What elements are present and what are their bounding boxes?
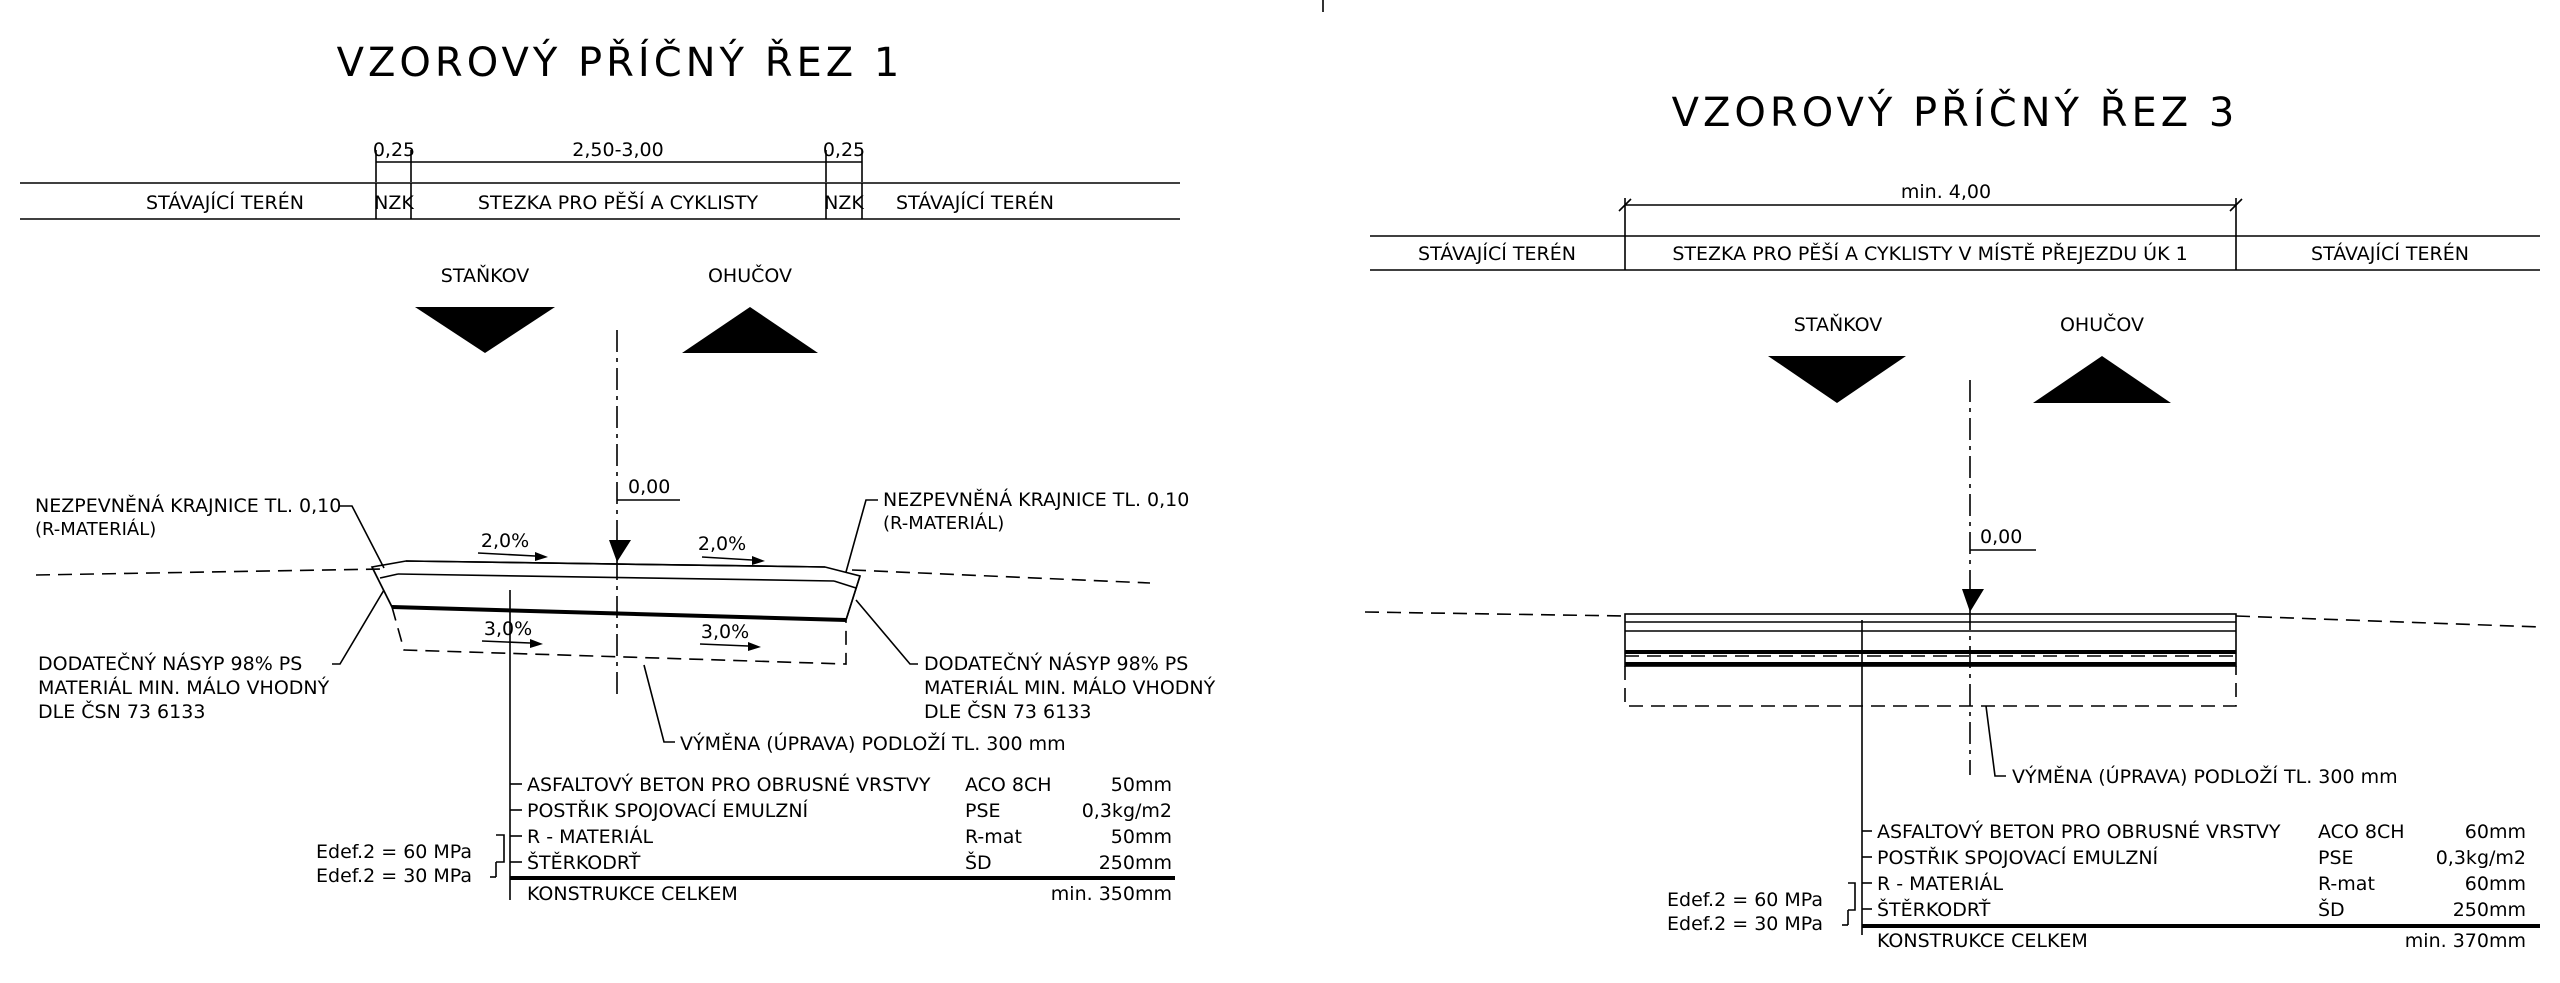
arrow-up-icon	[2033, 356, 2171, 403]
direction-ohucov: OHUČOV	[708, 263, 792, 287]
layer-4-name: ŠTĚRKODRŤ	[527, 850, 641, 874]
edef3-30: Edef.2 = 30 MPa	[1667, 913, 1823, 935]
total-value-3: min. 370mm	[2405, 930, 2526, 952]
layers-table-1: ASFALTOVÝ BETON PRO OBRUSNÉ VRSTVY ACO 8…	[316, 590, 1175, 905]
slope-top-right: 2,0%	[698, 533, 746, 555]
band3-existing-terrain-left: STÁVAJÍCÍ TERÉN	[1418, 242, 1576, 265]
level-marker-1: 0,00	[609, 476, 680, 562]
layer-3-thickness: 50mm	[1111, 826, 1172, 848]
arrow-up-icon	[682, 307, 818, 353]
terrain-left	[35, 568, 386, 576]
section-1-title: VZOROVÝ PŘÍČNÝ ŘEZ 1	[337, 38, 904, 86]
slope-bottom-right: 3,0%	[701, 621, 749, 643]
layer-2-thickness: 0,3kg/m2	[1082, 800, 1172, 822]
pavement-section-3	[1624, 613, 2237, 707]
band-path: STEZKA PRO PĚŠÍ A CYKLISTY	[478, 190, 759, 214]
layer3-4-name: ŠTĚRKODRŤ	[1877, 897, 1991, 921]
dim-0-25-left: 0,25	[373, 139, 415, 161]
edef-60: Edef.2 = 60 MPa	[316, 841, 472, 863]
layer3-3-name: R - MATERIÁL	[1877, 872, 2003, 895]
arrow-down-icon	[415, 307, 555, 353]
cross-section-3: VZOROVÝ PŘÍČNÝ ŘEZ 3 min. 4,00 STÁVAJÍCÍ…	[1364, 88, 2541, 952]
dimension-line-3: min. 4,00	[1618, 181, 2243, 236]
note-fill-right-2: MATERIÁL MIN. MÁLO VHODNÝ	[924, 676, 1216, 699]
note-fill-left-3: DLE ČSN 73 6133	[38, 699, 205, 723]
note-shoulder-right-1: NEZPEVNĚNÁ KRAJNICE TL. 0,10	[883, 488, 1189, 511]
svg-text:0,00: 0,00	[1980, 526, 2022, 548]
edef-30: Edef.2 = 30 MPa	[316, 865, 472, 887]
band3-path-crossing: STEZKA PRO PĚŠÍ A CYKLISTY V MÍSTĚ PŘEJE…	[1672, 241, 2187, 265]
section-3-band: STÁVAJÍCÍ TERÉN STEZKA PRO PĚŠÍ A CYKLIS…	[1370, 235, 2540, 271]
section-3-title: VZOROVÝ PŘÍČNÝ ŘEZ 3	[1672, 88, 2239, 136]
layer3-4-code: ŠD	[2318, 897, 2345, 921]
slope-top-left: 2,0%	[481, 530, 529, 552]
layer-3-name: R - MATERIÁL	[527, 825, 653, 848]
layer-3-code: R-mat	[965, 826, 1022, 848]
layer-2-code: PSE	[965, 800, 1001, 822]
note-fill-left-2: MATERIÁL MIN. MÁLO VHODNÝ	[38, 676, 330, 699]
svg-text:0,00: 0,00	[628, 476, 670, 498]
note-shoulder-left-1: NEZPEVNĚNÁ KRAJNICE TL. 0,10	[35, 494, 341, 517]
direction-stankov: STAŇKOV	[441, 264, 529, 287]
layer-1-name: ASFALTOVÝ BETON PRO OBRUSNÉ VRSTVY	[527, 773, 931, 796]
dimension-line-1: 0,25 2,50-3,00 0,25	[373, 139, 865, 182]
layers-table-3: ASFALTOVÝ BETON PRO OBRUSNÉ VRSTVY ACO 8…	[1667, 620, 2540, 952]
edef3-60: Edef.2 = 60 MPa	[1667, 889, 1823, 911]
layer-4-code: ŠD	[965, 850, 992, 874]
layer3-3-code: R-mat	[2318, 873, 2375, 895]
arrow-down-icon	[1768, 356, 1906, 403]
note-subgrade-1: VÝMĚNA (ÚPRAVA) PODLOŽÍ TL. 300 mm	[680, 731, 1066, 755]
note-fill-left-1: DODATEČNÝ NÁSYP 98% PS	[38, 651, 302, 675]
layer3-1-code: ACO 8CH	[2318, 821, 2405, 843]
layer3-1-thickness: 60mm	[2465, 821, 2526, 843]
layer3-1-name: ASFALTOVÝ BETON PRO OBRUSNÉ VRSTVY	[1877, 820, 2281, 843]
band-nzk-left: NZK	[374, 192, 414, 214]
terrain3-left	[1364, 611, 1626, 617]
pavement-section-1	[370, 560, 862, 665]
band-existing-terrain-left: STÁVAJÍCÍ TERÉN	[146, 191, 304, 214]
layer-1-thickness: 50mm	[1111, 774, 1172, 796]
layer-1-code: ACO 8CH	[965, 774, 1052, 796]
note-subgrade-3: VÝMĚNA (ÚPRAVA) PODLOŽÍ TL. 300 mm	[2012, 764, 2398, 788]
note-shoulder-left-2: (R-MATERIÁL)	[35, 518, 156, 540]
layer3-3-thickness: 60mm	[2465, 873, 2526, 895]
direction3-ohucov: OHUČOV	[2060, 312, 2144, 336]
band-nzk-right: NZK	[824, 192, 864, 214]
level-marker-3: 0,00	[1962, 526, 2036, 612]
dim-0-25-right: 0,25	[823, 139, 865, 161]
terrain-right	[851, 569, 1151, 584]
section-1-band: STÁVAJÍCÍ TERÉN NZK STEZKA PRO PĚŠÍ A CY…	[20, 182, 1180, 220]
dim-min-4: min. 4,00	[1901, 181, 1991, 203]
layer3-2-code: PSE	[2318, 847, 2354, 869]
layer-2-name: POSTŘIK SPOJOVACÍ EMULZNÍ	[527, 799, 809, 822]
total-label-3: KONSTRUKCE CELKEM	[1877, 930, 2088, 952]
band-existing-terrain-right: STÁVAJÍCÍ TERÉN	[896, 191, 1054, 214]
layer3-2-name: POSTŘIK SPOJOVACÍ EMULZNÍ	[1877, 846, 2159, 869]
slope-bottom-left: 3,0%	[484, 618, 532, 640]
note-fill-right-3: DLE ČSN 73 6133	[924, 699, 1091, 723]
note-fill-right-1: DODATEČNÝ NÁSYP 98% PS	[924, 651, 1188, 675]
direction3-stankov: STAŇKOV	[1794, 313, 1882, 336]
dim-path-width: 2,50-3,00	[572, 139, 663, 161]
layer3-2-thickness: 0,3kg/m2	[2436, 847, 2526, 869]
layer-4-thickness: 250mm	[1099, 852, 1172, 874]
terrain3-right	[2235, 615, 2541, 628]
total-value-1: min. 350mm	[1051, 883, 1172, 905]
band3-existing-terrain-right: STÁVAJÍCÍ TERÉN	[2311, 242, 2469, 265]
layer3-4-thickness: 250mm	[2453, 899, 2526, 921]
cross-section-1: VZOROVÝ PŘÍČNÝ ŘEZ 1 0,25 2,50-3,00 0,25…	[20, 38, 1216, 905]
note-shoulder-right-2: (R-MATERIÁL)	[883, 512, 1004, 534]
total-label-1: KONSTRUKCE CELKEM	[527, 883, 738, 905]
